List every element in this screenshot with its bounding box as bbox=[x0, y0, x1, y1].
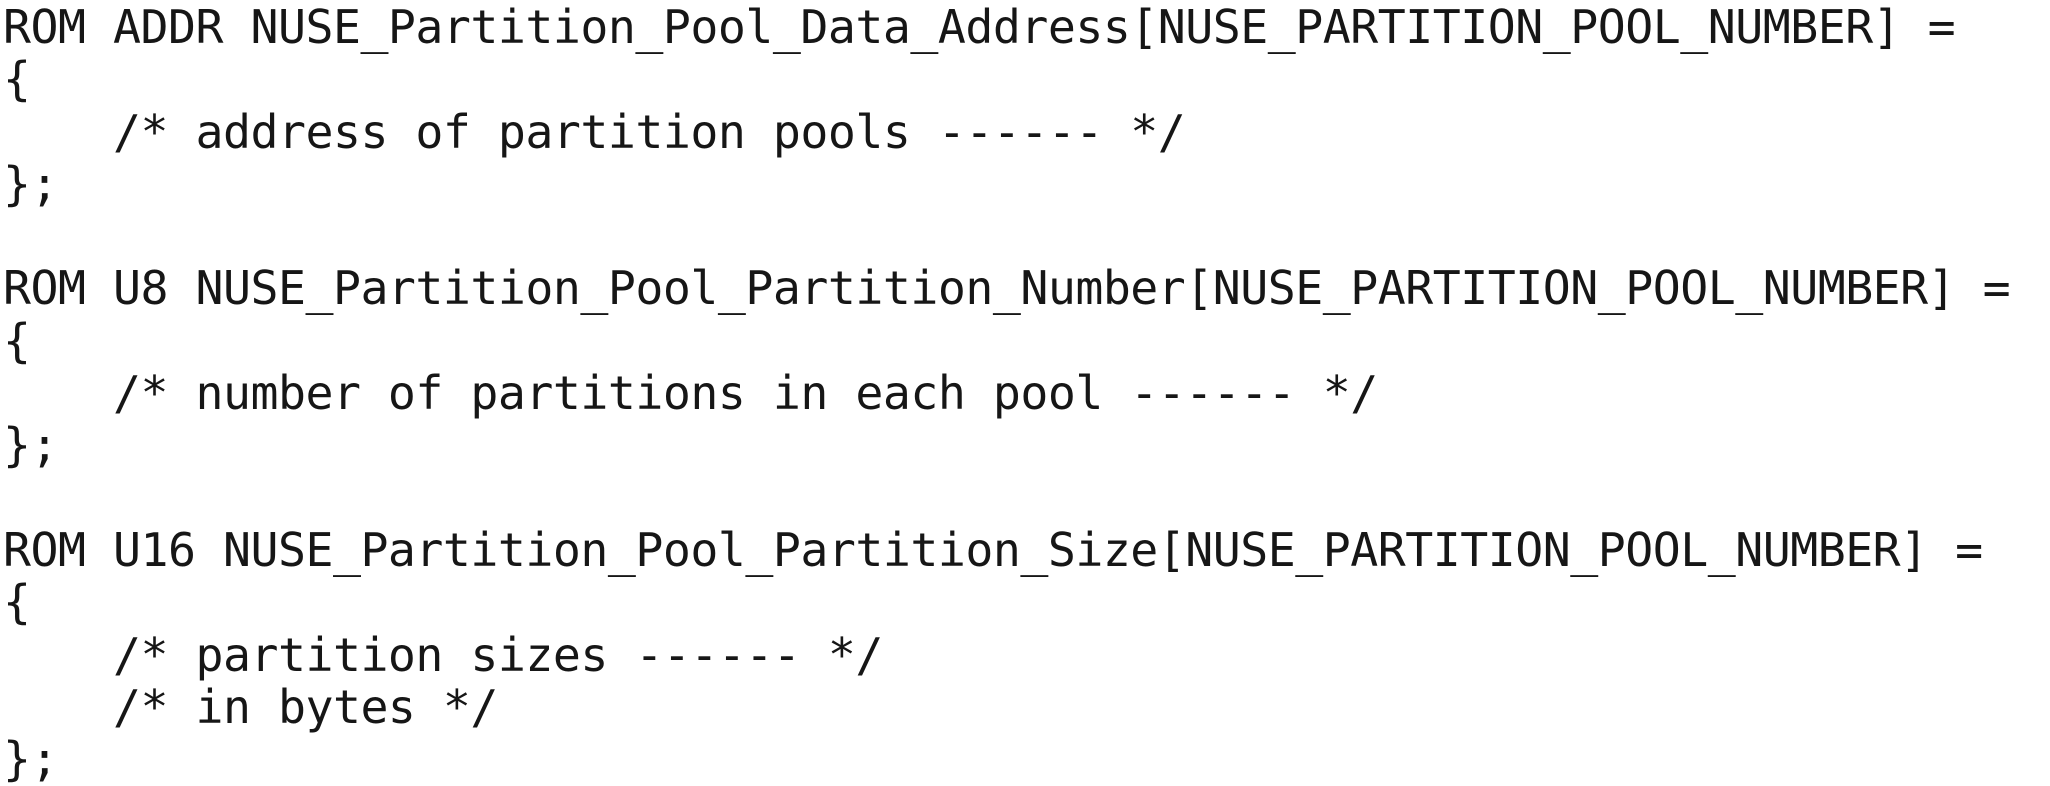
code-block: ROM U8 NUSE_Partition_Pool_Partition_Num… bbox=[3, 262, 2050, 471]
code-line: { bbox=[3, 52, 31, 107]
code-line: /* address of partition pools ------ */ bbox=[3, 104, 1186, 159]
code-line: /* in bytes */ bbox=[3, 679, 498, 734]
code-line: { bbox=[3, 313, 31, 368]
code-line: ROM U8 NUSE_Partition_Pool_Partition_Num… bbox=[3, 261, 2011, 316]
code-line: /* partition sizes ------ */ bbox=[3, 627, 883, 682]
code-line: }; bbox=[3, 732, 59, 786]
code-line: }; bbox=[3, 156, 59, 211]
code-block: ROM U16 NUSE_Partition_Pool_Partition_Si… bbox=[3, 522, 2050, 786]
code-line: /* number of partitions in each pool ---… bbox=[3, 366, 1378, 421]
code-line: ROM U16 NUSE_Partition_Pool_Partition_Si… bbox=[3, 522, 1983, 577]
code-block: ROM ADDR NUSE_Partition_Pool_Data_Addres… bbox=[3, 1, 2050, 210]
code-line: }; bbox=[3, 418, 59, 473]
code-line: ROM ADDR NUSE_Partition_Pool_Data_Addres… bbox=[3, 0, 1956, 54]
code-line: { bbox=[3, 575, 31, 630]
